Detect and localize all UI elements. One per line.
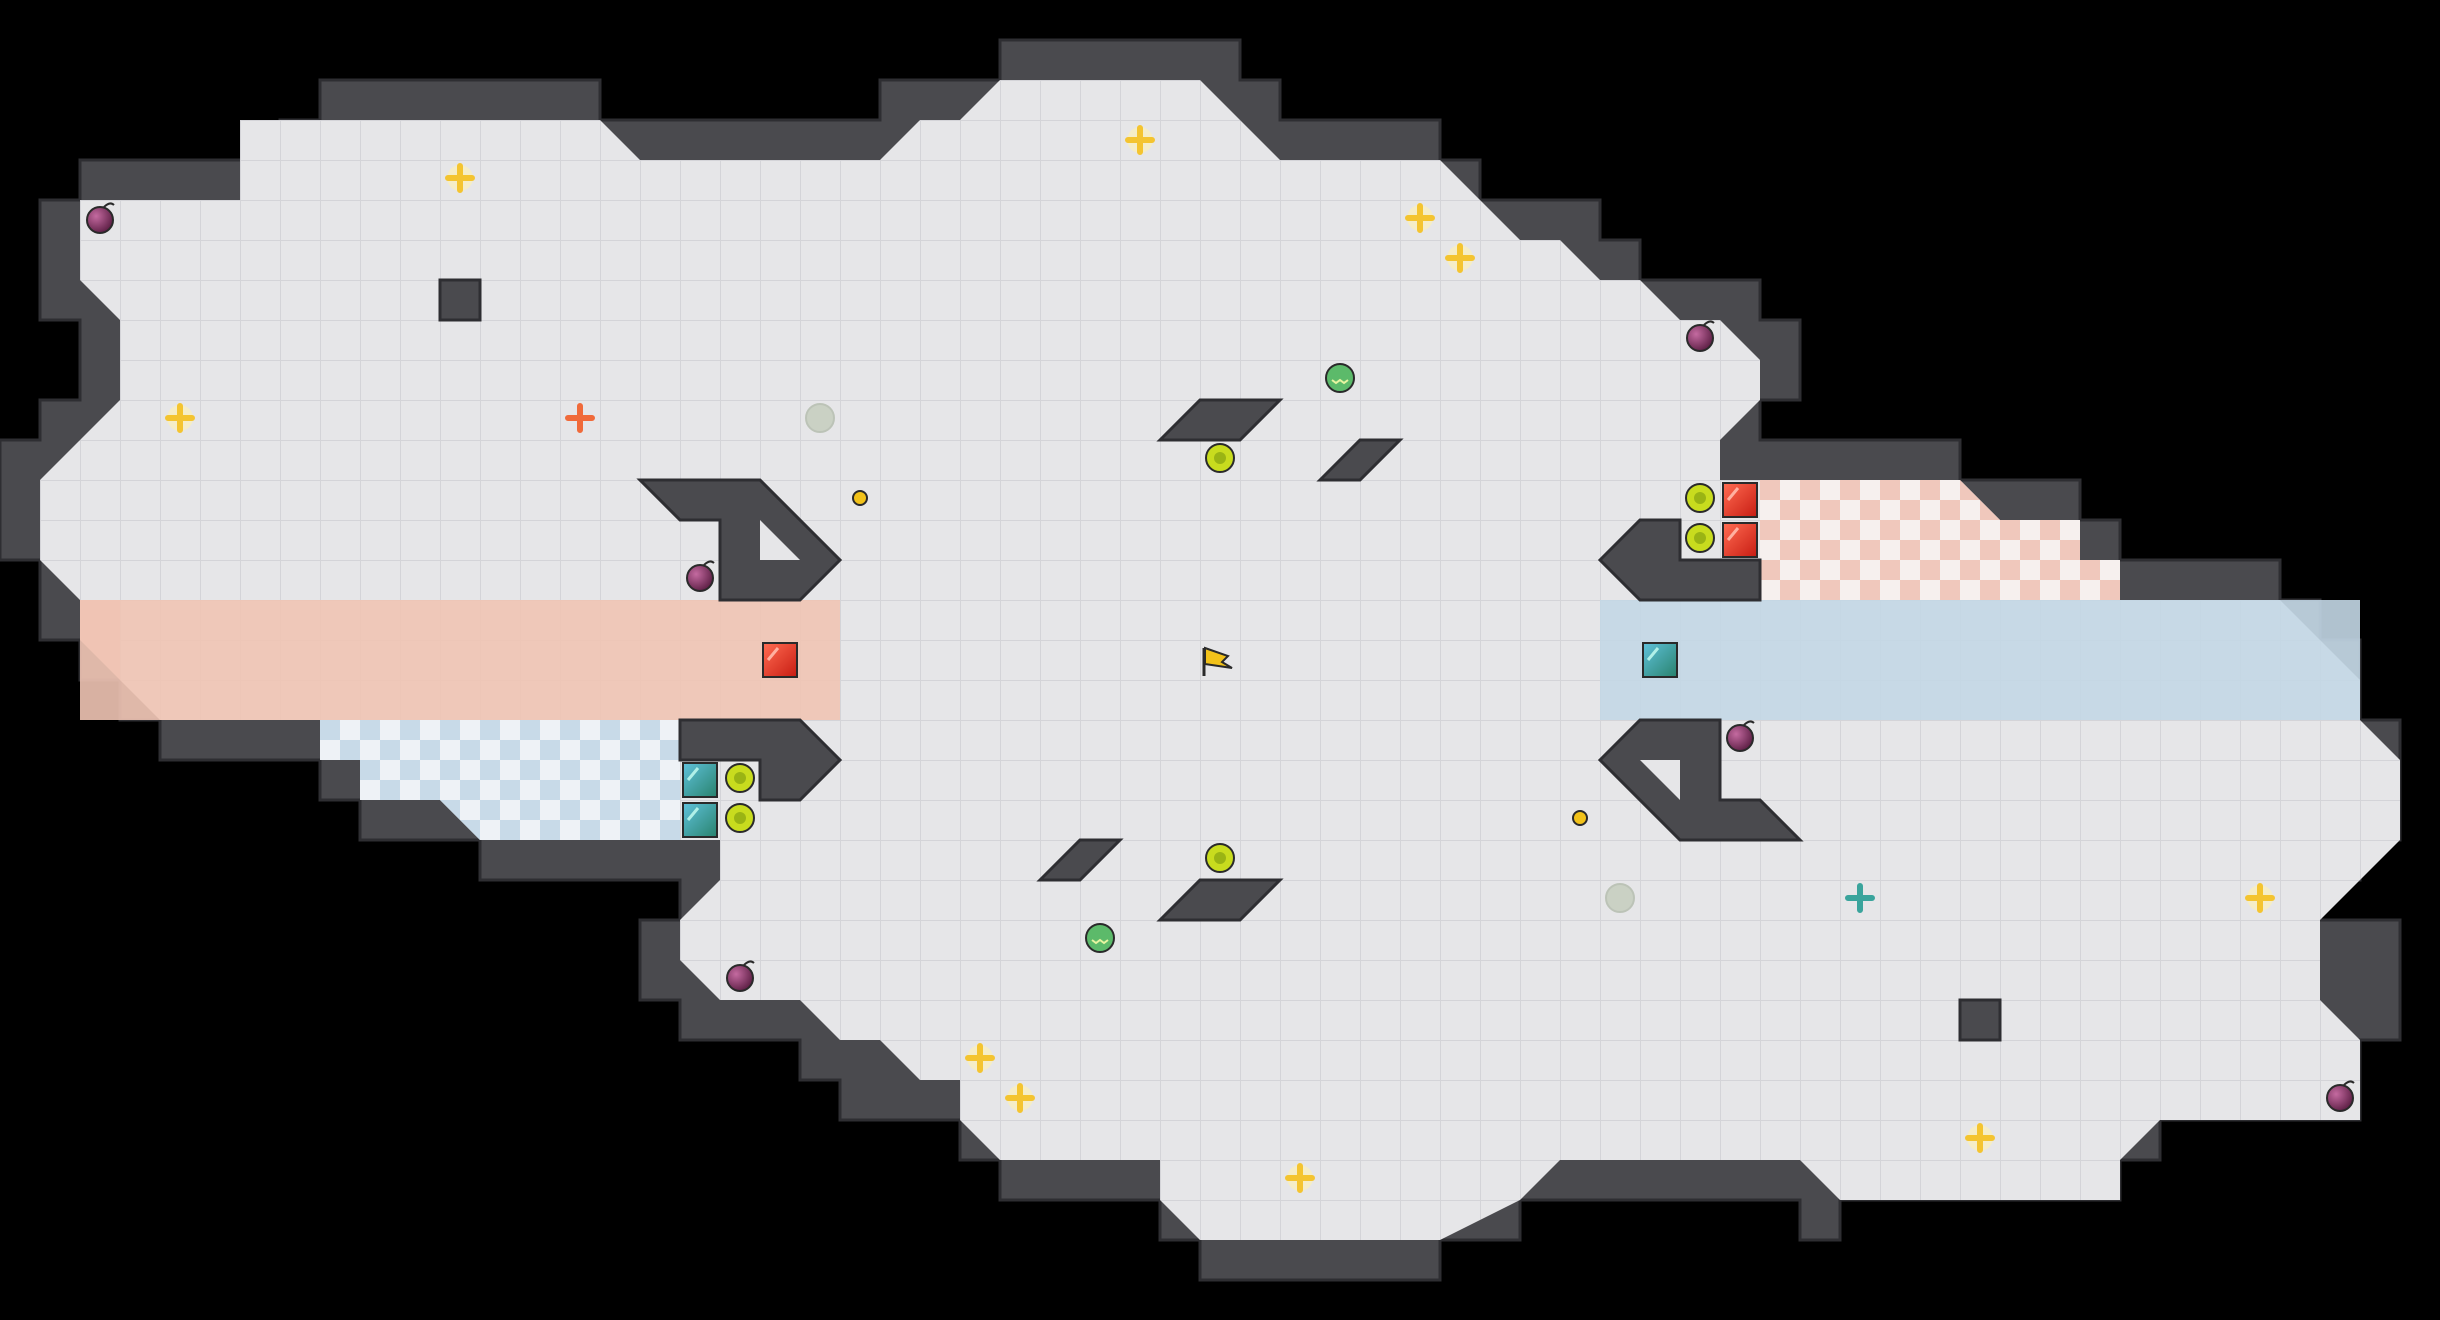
boost-pad-icon	[725, 803, 755, 833]
bomb-icon	[1726, 720, 1755, 752]
bomb-icon	[86, 202, 115, 234]
powerup-cross-icon	[965, 1043, 995, 1073]
powerup-cross-icon	[1405, 203, 1435, 233]
portal-icon	[1605, 883, 1635, 913]
powerup-cross-icon	[165, 403, 195, 433]
powerup-cross-icon	[1125, 125, 1155, 155]
red-flag-tile-icon	[762, 642, 798, 678]
bomb-icon	[726, 960, 755, 992]
boost-pad-icon	[1685, 483, 1715, 513]
bomb-icon	[2326, 1080, 2355, 1112]
boost-pad-icon	[1205, 843, 1235, 873]
red-checker-zone	[1760, 480, 2120, 600]
powerup-cross-icon	[445, 163, 475, 193]
team-powerup-icon	[565, 403, 595, 433]
boost-pad-icon	[1205, 443, 1235, 473]
powerup-cross-icon	[2245, 883, 2275, 913]
small-marker-icon	[1572, 810, 1588, 826]
red-flag-tile-icon	[1722, 482, 1758, 518]
red-flag-tile-icon	[1722, 522, 1758, 558]
team-boost-pad-icon	[1085, 923, 1115, 953]
map-entities	[86, 125, 2355, 1193]
inner-walls	[438, 278, 2002, 1042]
yellow-flag-icon	[1202, 646, 1233, 676]
blue-flag-tile-icon	[682, 762, 718, 798]
portal-icon	[805, 403, 835, 433]
boost-pad-icon	[725, 763, 755, 793]
bomb-icon	[686, 560, 715, 592]
bomb-icon	[1686, 320, 1715, 352]
powerup-cross-icon	[1005, 1083, 1035, 1113]
team-powerup-icon	[1845, 883, 1875, 913]
powerup-cross-icon	[1445, 243, 1475, 273]
blue-flag-tile-icon	[1642, 642, 1678, 678]
team-boost-pad-icon	[1325, 363, 1355, 393]
red-team-zone	[80, 600, 840, 720]
blue-team-zone	[1600, 600, 2360, 720]
blue-checker-zone	[320, 720, 680, 840]
small-marker-icon	[852, 490, 868, 506]
blue-flag-tile-icon	[682, 802, 718, 838]
powerup-cross-icon	[1965, 1123, 1995, 1153]
powerup-cross-icon	[1285, 1163, 1315, 1193]
boost-pad-icon	[1685, 523, 1715, 553]
